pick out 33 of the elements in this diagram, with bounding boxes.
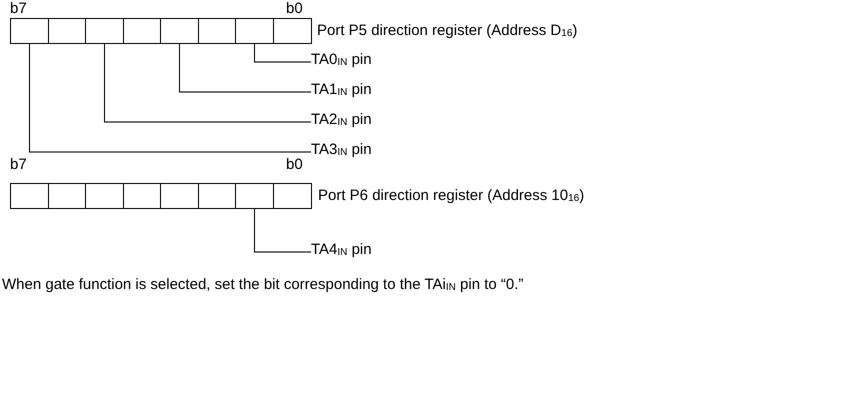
- bit-number: b7: [10, 156, 27, 174]
- register-name: Port P5 direction register (Address D$_{16}$): [317, 22, 578, 41]
- bit-number: b0: [286, 156, 303, 174]
- bit-cell: [198, 183, 236, 209]
- bit-cell: [10, 183, 49, 209]
- bit-cell: [48, 18, 86, 44]
- leader-line: [29, 44, 312, 152]
- bit-number: b7: [10, 0, 27, 18]
- pin-label: TA2$_{IN}$ pin: [311, 111, 372, 131]
- bit-cell: [85, 183, 124, 209]
- bit-cell: [48, 183, 86, 209]
- bit-number: b0: [286, 0, 303, 18]
- leader-line: [104, 44, 312, 122]
- pin-label: TA1$_{IN}$ pin: [311, 81, 372, 101]
- pin-label: TA3$_{IN}$ pin: [311, 141, 372, 161]
- bit-cell: [122, 183, 162, 209]
- bit-cell: [122, 18, 162, 44]
- register-name: Port P6 direction register (Address 10$_{16}$): [318, 187, 584, 206]
- leader-line: [179, 44, 312, 92]
- bit-cell: [160, 183, 199, 209]
- note-text: When gate function is selected, set the bit corresponding to the TAi$_{IN}$ pin to “0.”: [2, 276, 524, 295]
- bit-cell: [10, 18, 49, 44]
- bit-cell: [235, 18, 274, 44]
- bit-cell: [235, 183, 274, 209]
- bit-cell: [272, 18, 312, 44]
- leader-line: [254, 44, 312, 62]
- bit-cell: [160, 18, 199, 44]
- pin-label: TA0$_{IN}$ pin: [311, 51, 372, 71]
- pin-label: TA4$_{IN}$ pin: [311, 241, 372, 261]
- bit-cell: [272, 183, 312, 209]
- bit-cell: [85, 18, 124, 44]
- bit-cell: [198, 18, 236, 44]
- leader-line: [254, 208, 312, 252]
